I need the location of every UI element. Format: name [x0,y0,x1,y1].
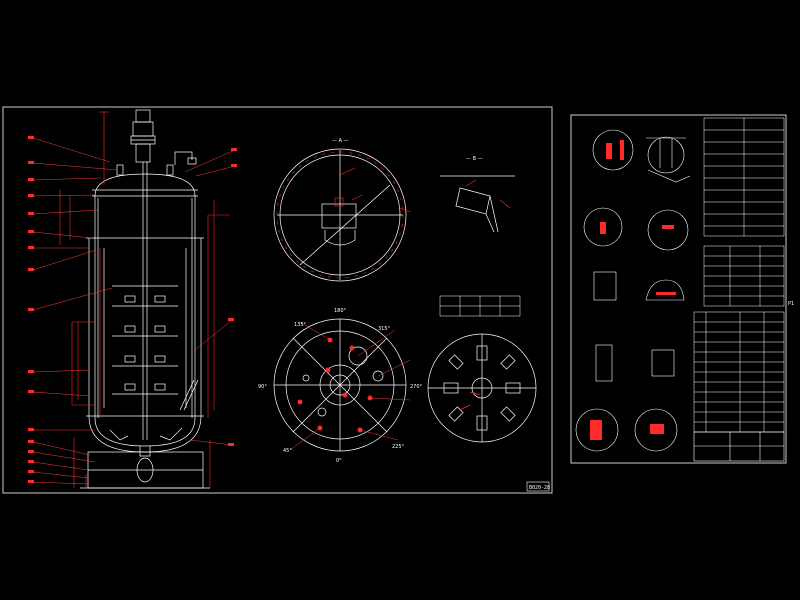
top-plan-annotations [276,151,411,279]
top-plan-view [273,148,407,282]
detail-sheet-frame [570,114,787,464]
vessel-dimensions [59,111,230,488]
impeller-plan-view [427,333,537,443]
main-sheet-frame [2,106,553,494]
angle-label-right: 270° [410,384,423,390]
detail-sheet-side-label: P1 [788,301,794,307]
title-block-code: B020-28 [529,485,550,491]
detail-views [575,129,691,452]
nozzle-leader-lines [289,321,411,451]
pipe-detail-view [440,175,515,233]
impeller-red-marks [459,391,481,411]
angle-label-left: 90° [258,384,267,390]
angle-label-ul: 135° [294,322,307,328]
spec-table-2 [703,245,785,307]
leader-lines-left [32,137,236,485]
callout-tags-left [28,136,237,483]
title-block [526,481,550,492]
angle-label-ll: 45° [283,448,292,454]
angle-label-ur: 315° [378,326,391,332]
pipe-detail-marks [465,179,511,209]
detail-title-block [693,431,785,462]
parts-list-table [693,311,785,433]
angle-label-top: 180° [334,308,347,314]
angle-label-lr: 225° [392,444,405,450]
detail-red-fills [590,140,676,440]
spec-table-1 [703,117,785,237]
nozzle-orientation-view [273,318,407,452]
pipe-detail-title: — B — [466,156,483,162]
vessel-elevation-view [80,109,210,489]
nozzle-table [439,295,521,317]
top-plan-title: — A — [332,138,349,144]
angle-label-bottom: 0° [336,458,342,464]
